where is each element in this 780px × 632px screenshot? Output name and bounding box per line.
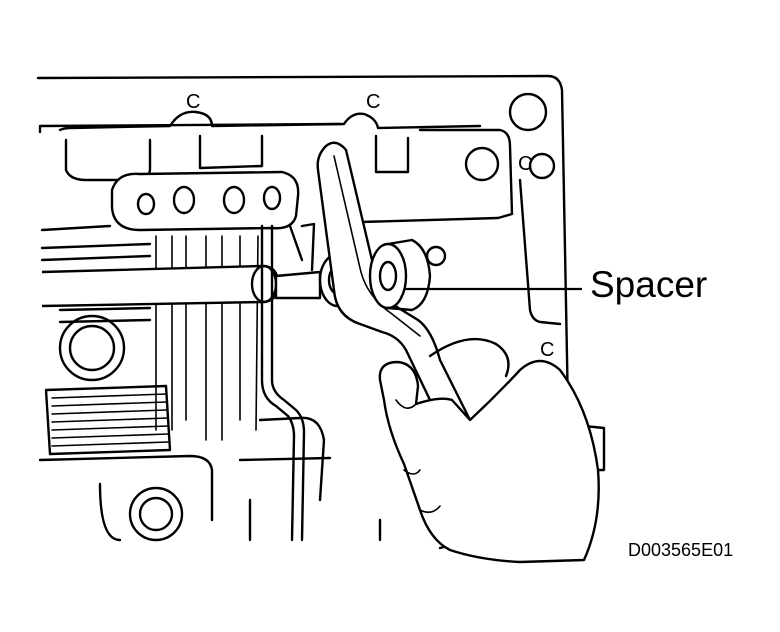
- clip-mark: C: [540, 339, 554, 361]
- spacer-label: Spacer: [590, 264, 708, 305]
- right-channel: [358, 128, 514, 224]
- detent-spring-2: [260, 224, 296, 542]
- lower-boss-bottom: [128, 486, 184, 542]
- lower-outline: [98, 482, 382, 542]
- upper-plate-bumps: [58, 110, 482, 132]
- orifice-hole-1: [136, 192, 156, 216]
- boss-top-right: [508, 92, 548, 132]
- bore-lines: [40, 224, 152, 324]
- clip-mark: C: [518, 153, 532, 175]
- spring-hook: [288, 222, 316, 272]
- spacer-body: [386, 238, 432, 312]
- lower-boss-left: [58, 314, 126, 382]
- detent-spring: [270, 224, 306, 542]
- clip-mark: C: [186, 91, 200, 113]
- vertical-passages: [155, 235, 259, 441]
- hand-finger-lines: [395, 399, 441, 514]
- filter-screen-lines: [51, 393, 169, 447]
- spacer-bore: [378, 260, 398, 292]
- lower-boss-bottom-inner: [138, 496, 174, 532]
- small-hole-right: [425, 245, 447, 267]
- shaft-neck: [274, 270, 322, 300]
- hand: [378, 359, 600, 564]
- orifice-hole-2: [172, 185, 196, 215]
- spacer-part: [368, 242, 408, 310]
- hand-thumb: [428, 337, 510, 378]
- upper-pocket-3: [374, 134, 410, 174]
- boss-right-small: [528, 152, 556, 180]
- boss-right: [464, 146, 500, 182]
- orifice-hole-4: [262, 185, 282, 211]
- upper-pocket-2: [198, 134, 264, 170]
- clip-mark: C: [366, 91, 380, 113]
- orifice-hole-3: [222, 185, 246, 215]
- orifice-plate: [110, 170, 300, 232]
- manual-shaft: [41, 264, 280, 308]
- figure-id: D003565E01: [628, 540, 734, 560]
- upper-pocket: [64, 138, 152, 182]
- lower-channel: [38, 416, 332, 522]
- filter-screen: [44, 384, 172, 456]
- right-lower-slot: [518, 178, 562, 326]
- wrench-edge: [333, 155, 421, 337]
- lower-boss-left-inner: [68, 324, 116, 372]
